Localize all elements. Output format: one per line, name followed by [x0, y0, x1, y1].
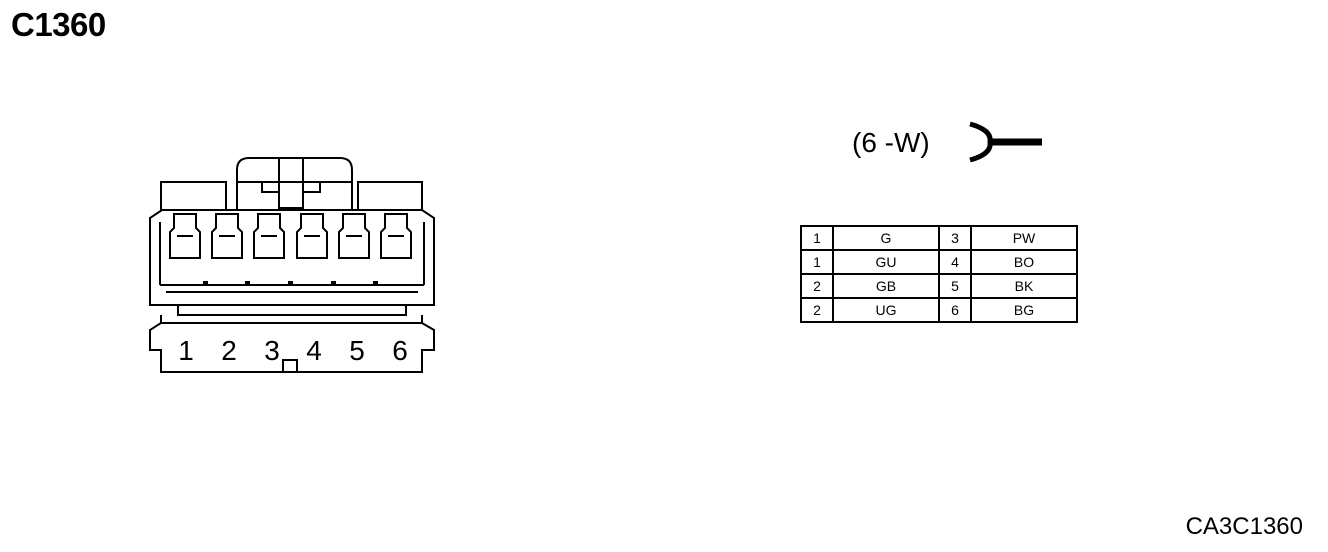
reference-code: CA3C1360 — [1185, 513, 1303, 540]
pin-cavity-5 — [338, 213, 370, 259]
table-row: 2 GB 5 BK — [800, 273, 1078, 299]
connector-latch — [236, 157, 353, 210]
right-color-cell: BK — [970, 273, 1078, 299]
left-color-cell: G — [832, 225, 940, 251]
right-color-cell: BO — [970, 249, 1078, 275]
left-color-cell: GB — [832, 273, 940, 299]
pin-cavity-6 — [380, 213, 412, 259]
right-color-cell: PW — [970, 225, 1078, 251]
pin-cavity-2 — [211, 213, 243, 259]
pin-cavities — [169, 213, 412, 259]
left-pin-cell: 1 — [800, 249, 834, 275]
table-row: 2 UG 6 BG — [800, 297, 1078, 323]
pin-number-3: 3 — [264, 335, 280, 366]
left-color-cell: GU — [832, 249, 940, 275]
connector-housing — [149, 209, 435, 306]
pin-number-6: 6 — [392, 335, 408, 366]
left-color-cell: UG — [832, 297, 940, 323]
pin-number-4: 4 — [306, 335, 322, 366]
table-row: 1 G 3 PW — [800, 225, 1078, 251]
pin-number-strip — [149, 305, 435, 373]
right-pin-cell: 5 — [938, 273, 972, 299]
pin-number-5: 5 — [349, 335, 365, 366]
female-connector-symbol — [969, 121, 1042, 163]
pin-cavity-3 — [253, 213, 285, 259]
right-pin-cell: 6 — [938, 297, 972, 323]
connector-top-ears — [160, 181, 423, 210]
left-pin-cell: 1 — [800, 225, 834, 251]
pin-number-2: 2 — [221, 335, 237, 366]
pin-number-1: 1 — [178, 335, 194, 366]
connector-title: C1360 — [11, 6, 106, 43]
left-pin-cell: 2 — [800, 273, 834, 299]
connector-type-label: (6 -W) — [852, 127, 930, 158]
pin-cavity-4 — [296, 213, 328, 259]
housing-ticks — [203, 281, 378, 286]
right-pin-cell: 4 — [938, 249, 972, 275]
table-row: 1 GU 4 BO — [800, 249, 1078, 275]
pin-cavity-1 — [169, 213, 201, 259]
right-pin-cell: 3 — [938, 225, 972, 251]
pin-color-table: 1 G 3 PW 1 GU 4 BO 2 GB 5 BK 2 UG 6 BG — [800, 225, 1078, 323]
left-pin-cell: 2 — [800, 297, 834, 323]
right-color-cell: BG — [970, 297, 1078, 323]
